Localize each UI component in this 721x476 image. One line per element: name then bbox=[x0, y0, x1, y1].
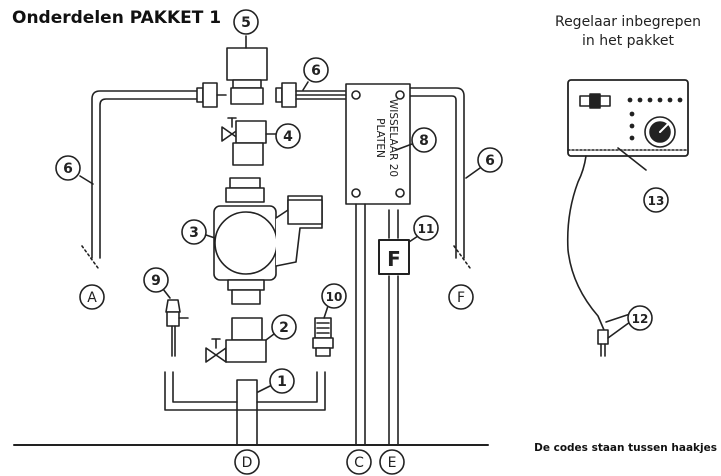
callout-10-circle bbox=[321, 283, 347, 309]
callout-4-circle bbox=[275, 123, 301, 149]
exchanger-label-line2: PLATEN bbox=[374, 118, 386, 158]
leader-11 bbox=[408, 235, 419, 243]
callout-8: 8 bbox=[419, 133, 429, 149]
connection-c: C bbox=[354, 455, 364, 471]
callout-3-circle bbox=[181, 219, 207, 245]
callout-4: 4 bbox=[283, 129, 293, 145]
connection-d: D bbox=[242, 455, 253, 471]
callout-9-circle bbox=[143, 267, 169, 293]
connection-d-circle bbox=[234, 449, 260, 475]
callout-labels: 5 6 6 4 3 9 10 2 1 8 11 6 13 12 bbox=[63, 15, 664, 390]
callout-6c-circle bbox=[477, 147, 503, 173]
callout-3: 3 bbox=[189, 225, 199, 241]
valve-2 bbox=[205, 317, 275, 363]
valve-4 bbox=[221, 117, 277, 166]
connection-f-circle bbox=[448, 284, 474, 310]
callout-8-circle bbox=[411, 127, 437, 153]
exchanger-label-line1: WISSELAAR 20 bbox=[387, 99, 399, 177]
leader-6a bbox=[79, 175, 94, 185]
heat-exchanger-8 bbox=[345, 83, 413, 205]
page-title: Onderdelen PAKKET 1 bbox=[12, 8, 222, 28]
connection-labels: A F D C E bbox=[87, 290, 465, 471]
filter-letter: F bbox=[387, 247, 401, 271]
right-fitting bbox=[275, 82, 346, 108]
left-pipe bbox=[81, 90, 199, 269]
callout-2-circle bbox=[271, 314, 297, 340]
callout-9: 9 bbox=[151, 273, 161, 289]
callout-6b-circle bbox=[303, 57, 329, 83]
pipes-c-e bbox=[355, 203, 399, 446]
leader-6b bbox=[302, 81, 309, 91]
right-pipe bbox=[409, 87, 471, 269]
connection-a: A bbox=[87, 290, 97, 306]
fill-valve-10 bbox=[312, 305, 334, 357]
callout-11: 11 bbox=[418, 222, 435, 236]
footer-note: De codes staan tussen haakjes bbox=[534, 442, 717, 454]
callout-2: 2 bbox=[279, 320, 289, 336]
filter-11 bbox=[378, 239, 410, 275]
callout-13-circle bbox=[643, 187, 669, 213]
leader-6c bbox=[465, 167, 481, 179]
controller-note: Regelaar inbegrepen in het pakket bbox=[548, 13, 708, 51]
callout-13: 13 bbox=[648, 194, 665, 208]
callout-1: 1 bbox=[277, 374, 287, 390]
safety-valve-9 bbox=[162, 288, 189, 357]
callout-6c: 6 bbox=[485, 153, 495, 169]
actuator-5 bbox=[226, 35, 268, 105]
connection-e: E bbox=[388, 455, 397, 471]
callout-6a-circle bbox=[55, 155, 81, 181]
callout-12: 12 bbox=[632, 312, 649, 326]
pump-3 bbox=[205, 177, 323, 305]
callout-5-circle bbox=[233, 9, 259, 35]
connection-c-circle bbox=[346, 449, 372, 475]
callout-12-circle bbox=[627, 305, 653, 331]
callout-6b: 6 bbox=[311, 63, 321, 79]
callout-circles bbox=[55, 9, 669, 475]
controller-13 bbox=[567, 79, 689, 171]
left-fitting bbox=[196, 82, 227, 108]
connection-e-circle bbox=[379, 449, 405, 475]
callout-11-circle bbox=[413, 215, 439, 241]
callout-1-circle bbox=[269, 368, 295, 394]
callout-6a: 6 bbox=[63, 161, 73, 177]
callout-5: 5 bbox=[241, 15, 251, 31]
connection-a-circle bbox=[79, 284, 105, 310]
manifold-1 bbox=[164, 371, 326, 446]
controller-note-line2: in het pakket bbox=[582, 33, 674, 49]
sensor-cable-12 bbox=[566, 155, 631, 357]
exchanger-label: WISSELAAR 20 PLATEN bbox=[374, 99, 399, 177]
controller-note-line1: Regelaar inbegrepen bbox=[554, 14, 702, 30]
connection-f: F bbox=[457, 290, 465, 306]
callout-10: 10 bbox=[326, 290, 343, 304]
